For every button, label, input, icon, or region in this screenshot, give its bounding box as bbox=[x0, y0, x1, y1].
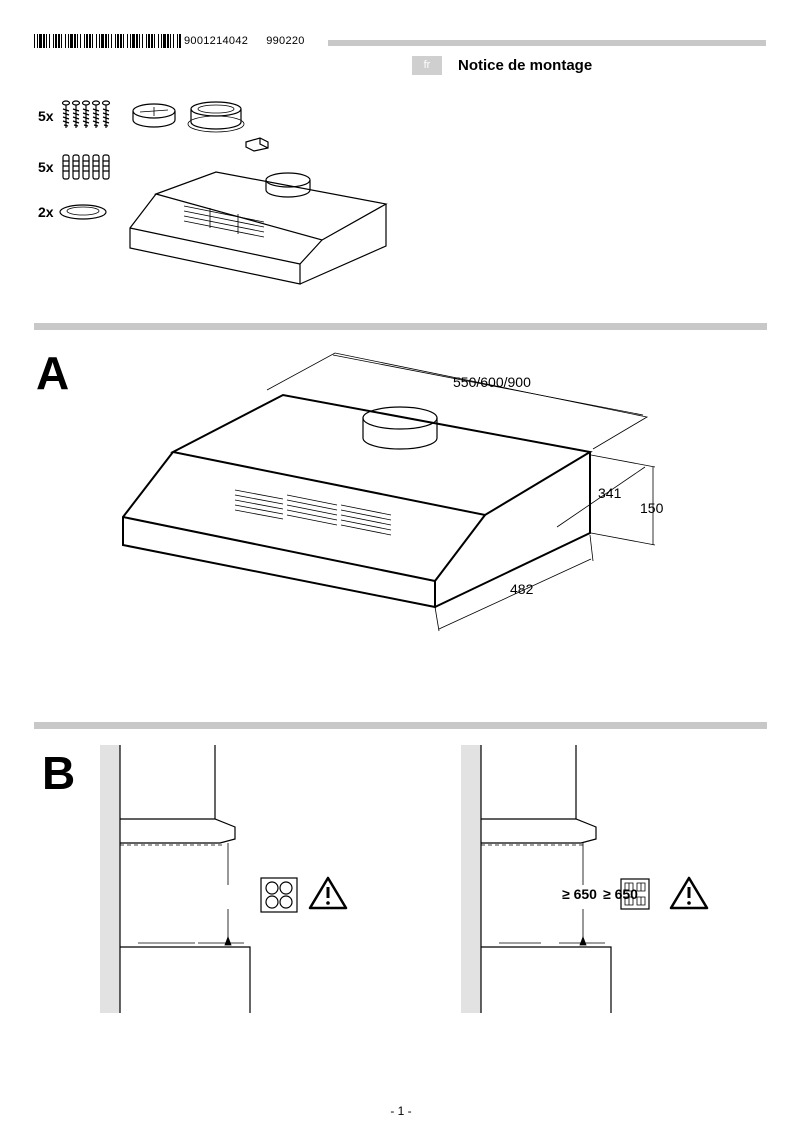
air-duct-connector-illustration bbox=[187, 101, 245, 133]
language-badge: fr bbox=[412, 56, 442, 75]
hood-dimension-drawing bbox=[122, 352, 656, 632]
width-dimension: 550/600/900 bbox=[453, 374, 531, 390]
plugs-quantity: 5x bbox=[38, 159, 54, 175]
screws-quantity: 5x bbox=[38, 108, 54, 124]
front-dimension: 482 bbox=[510, 581, 534, 597]
section-b-letter: B bbox=[42, 747, 76, 799]
backflow-flap-illustration bbox=[132, 103, 176, 128]
min-distance-label: ≥ 650 bbox=[562, 886, 597, 902]
hood-small-illustration bbox=[129, 171, 388, 285]
barcode bbox=[34, 34, 181, 48]
document-codes: 9001214042 990220 bbox=[184, 35, 305, 47]
induction-hob-icon bbox=[260, 877, 298, 913]
screws-illustration bbox=[61, 100, 111, 129]
warning-icon-right bbox=[669, 876, 709, 910]
covers-quantity: 2x bbox=[38, 204, 54, 220]
document-title: Notice de montage bbox=[458, 57, 593, 74]
section-a-rule bbox=[34, 323, 767, 330]
installation-drawing-left bbox=[100, 745, 251, 1013]
document-number: 9001214042 bbox=[184, 35, 249, 47]
wall-plugs-illustration bbox=[62, 154, 110, 180]
bracket-illustration bbox=[245, 137, 269, 152]
gas-hob-icon bbox=[620, 878, 650, 910]
page-number: - 1 - bbox=[390, 1104, 412, 1118]
document-date-code: 990220 bbox=[266, 35, 305, 47]
header-rule bbox=[328, 40, 766, 46]
height-dimension: 150 bbox=[640, 500, 664, 516]
depth-dimension: 341 bbox=[598, 485, 622, 501]
section-a-letter: A bbox=[36, 347, 70, 399]
cover-caps-illustration bbox=[59, 204, 107, 220]
installation-drawing-right bbox=[461, 745, 612, 1013]
warning-icon-left bbox=[308, 876, 348, 910]
section-b-rule bbox=[34, 722, 767, 729]
